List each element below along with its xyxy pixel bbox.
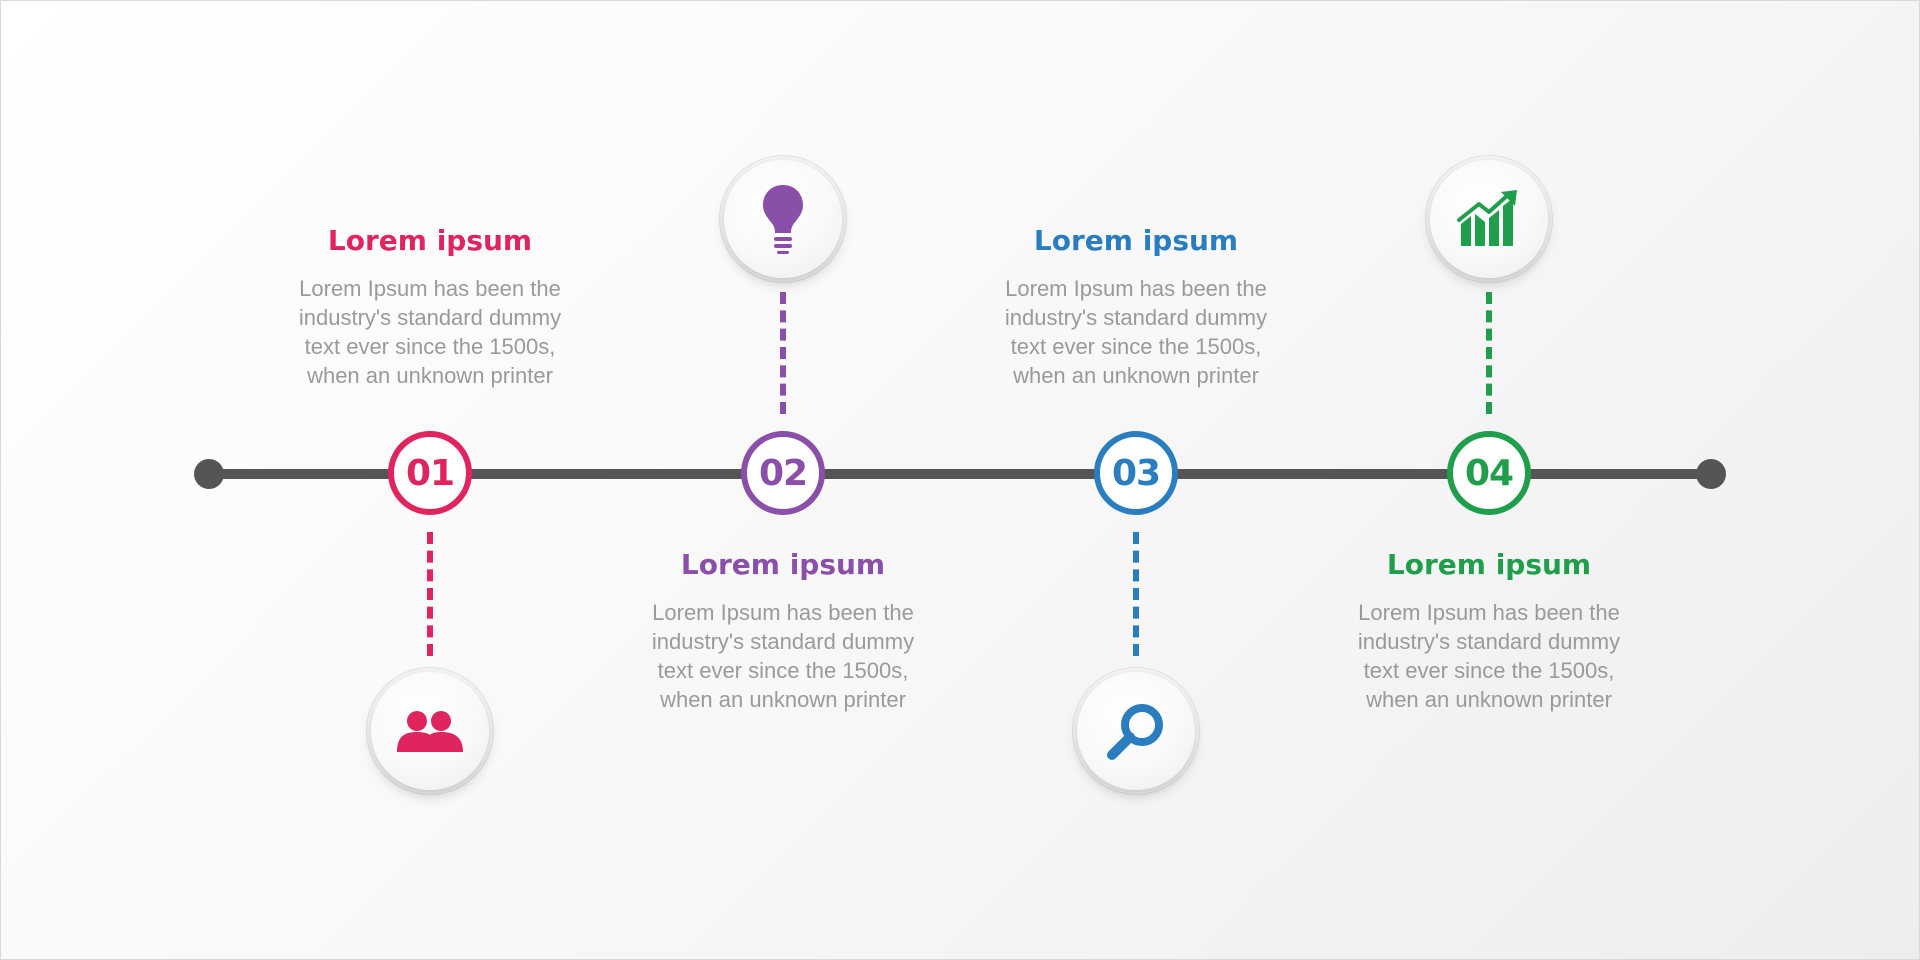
step-2-description: Lorem Ipsum has been the industry's stan… <box>651 600 915 712</box>
step-1-description: Lorem Ipsum has been the industry's stan… <box>298 276 562 388</box>
step-4-connector <box>1486 292 1492 414</box>
step-3-icon-badge <box>1077 672 1195 790</box>
step-2-number: 02 <box>741 431 825 515</box>
lightbulb-icon <box>763 185 803 254</box>
step-2-icon-badge <box>724 160 842 278</box>
timeline-end-dot <box>1696 459 1726 489</box>
step-4-description: Lorem Ipsum has been the industry's stan… <box>1357 600 1621 712</box>
step-3-description: Lorem Ipsum has been the industry's stan… <box>1004 276 1268 388</box>
timeline-start-dot <box>194 459 224 489</box>
timeline-axis <box>208 469 1712 479</box>
step-4-text: Lorem ipsum Lorem Ipsum has been the ind… <box>1319 546 1659 714</box>
step-1-icon-badge <box>371 672 489 790</box>
step-1-connector <box>427 532 433 656</box>
step-3-text: Lorem ipsum Lorem Ipsum has been the ind… <box>966 222 1306 390</box>
step-1-title: Lorem ipsum <box>327 224 533 257</box>
growth-chart-icon <box>1457 190 1517 246</box>
step-4-icon-badge <box>1430 160 1548 278</box>
step-2-text: Lorem ipsum Lorem Ipsum has been the ind… <box>613 546 953 714</box>
step-3-number: 03 <box>1094 431 1178 515</box>
step-3-title: Lorem ipsum <box>1033 224 1239 257</box>
step-1-text: Lorem ipsum Lorem Ipsum has been the ind… <box>260 222 600 390</box>
step-2-connector <box>780 292 786 414</box>
step-2-title: Lorem ipsum <box>680 548 886 581</box>
step-1-number: 01 <box>388 431 472 515</box>
users-icon <box>397 711 463 752</box>
search-icon <box>1107 704 1163 760</box>
step-4-title: Lorem ipsum <box>1386 548 1592 581</box>
step-3-connector <box>1133 532 1139 656</box>
step-4-number: 04 <box>1447 431 1531 515</box>
